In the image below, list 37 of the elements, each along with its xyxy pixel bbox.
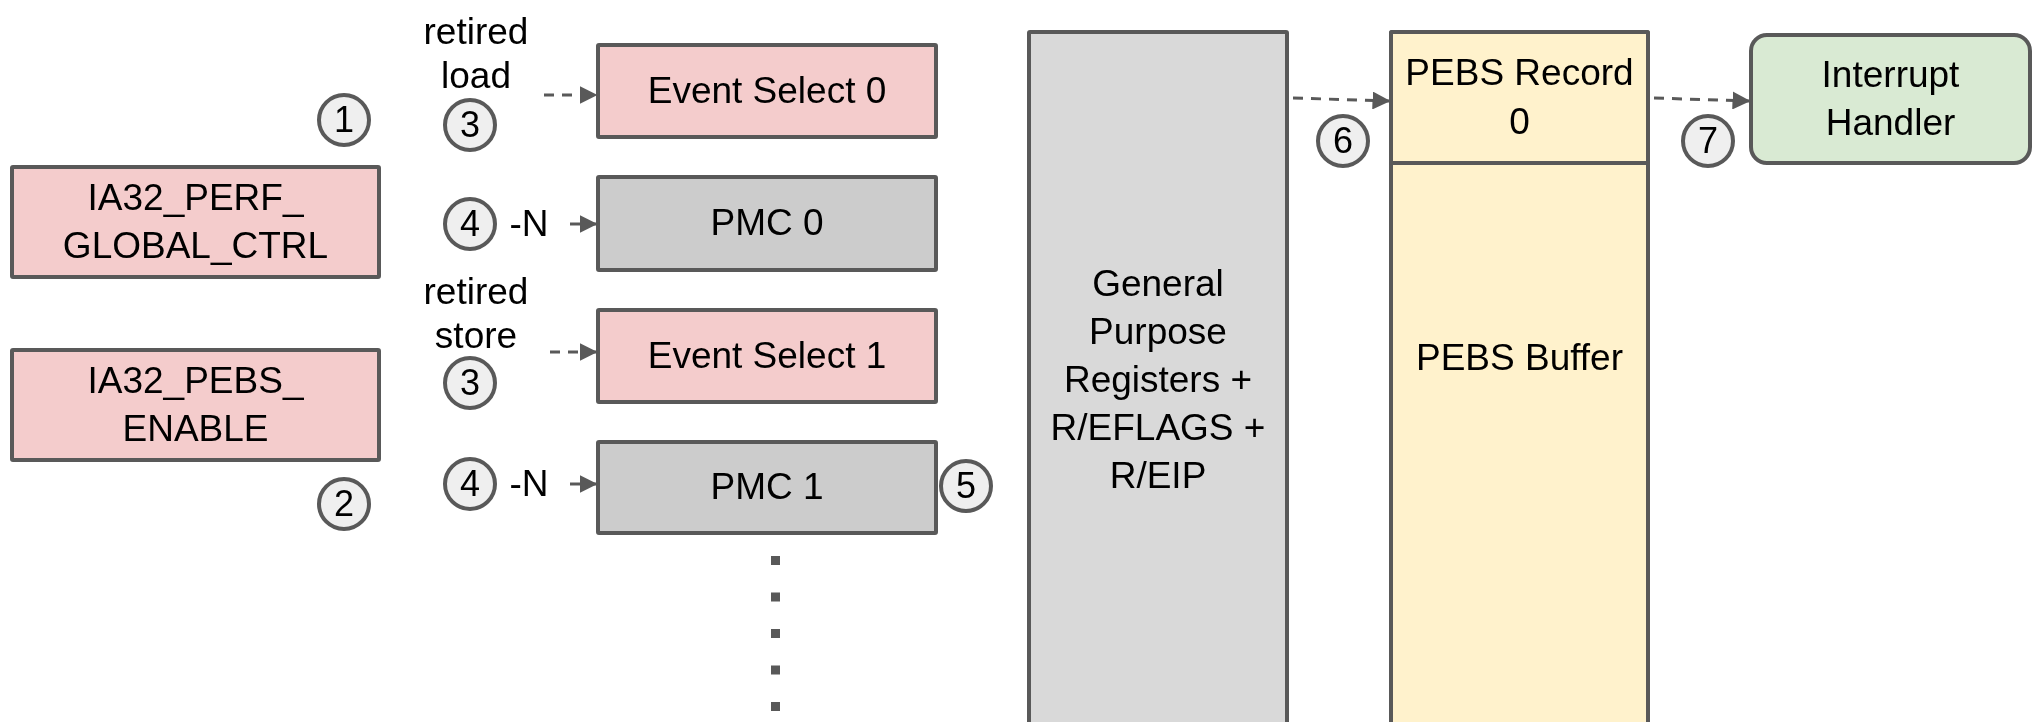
signal-label: -N — [504, 200, 554, 248]
register-box — [596, 175, 938, 272]
callout-number: 3 — [443, 356, 497, 410]
box-label: Interrupt Handler — [1820, 52, 1961, 145]
register-box — [596, 440, 938, 535]
register-box — [10, 348, 381, 462]
register-box — [1027, 30, 1289, 722]
arrow — [550, 343, 598, 361]
callout-number: 7 — [1681, 114, 1735, 168]
arrow — [544, 86, 598, 104]
signal-label: -N — [504, 460, 554, 508]
register-box — [596, 308, 938, 404]
register-box — [596, 43, 938, 139]
box-label: PMC 0 — [710, 201, 824, 246]
arrow — [1653, 91, 1751, 110]
arrow — [1292, 91, 1391, 110]
callout-number: 1 — [317, 93, 371, 147]
callout-number: 4 — [443, 457, 497, 511]
callout-number: 6 — [1316, 114, 1370, 168]
callout-number: 4 — [443, 197, 497, 251]
arrow — [570, 215, 598, 233]
box-label: General Purpose Registers + R/EFLAGS + R/EIP — [1049, 261, 1267, 499]
box-label: IA32_PEBS_ ENABLE — [86, 358, 305, 451]
box-label: Event Select 1 — [647, 333, 887, 378]
callout-number: 3 — [443, 98, 497, 152]
box-label: PMC 1 — [710, 465, 824, 510]
register-box — [1389, 30, 1650, 722]
register-box — [10, 165, 381, 279]
box-label: PEBS Buffer — [1414, 336, 1624, 380]
register-box — [1389, 30, 1650, 165]
callout-number: 2 — [317, 477, 371, 531]
box-label: Event Select 0 — [647, 68, 887, 113]
box-label: PEBS Record 0 — [1404, 51, 1635, 144]
callout-number: 5 — [939, 459, 993, 513]
arrow — [570, 475, 598, 493]
box-label: IA32_PERF_ GLOBAL_CTRL — [61, 175, 330, 268]
handler-box — [1749, 33, 2032, 165]
